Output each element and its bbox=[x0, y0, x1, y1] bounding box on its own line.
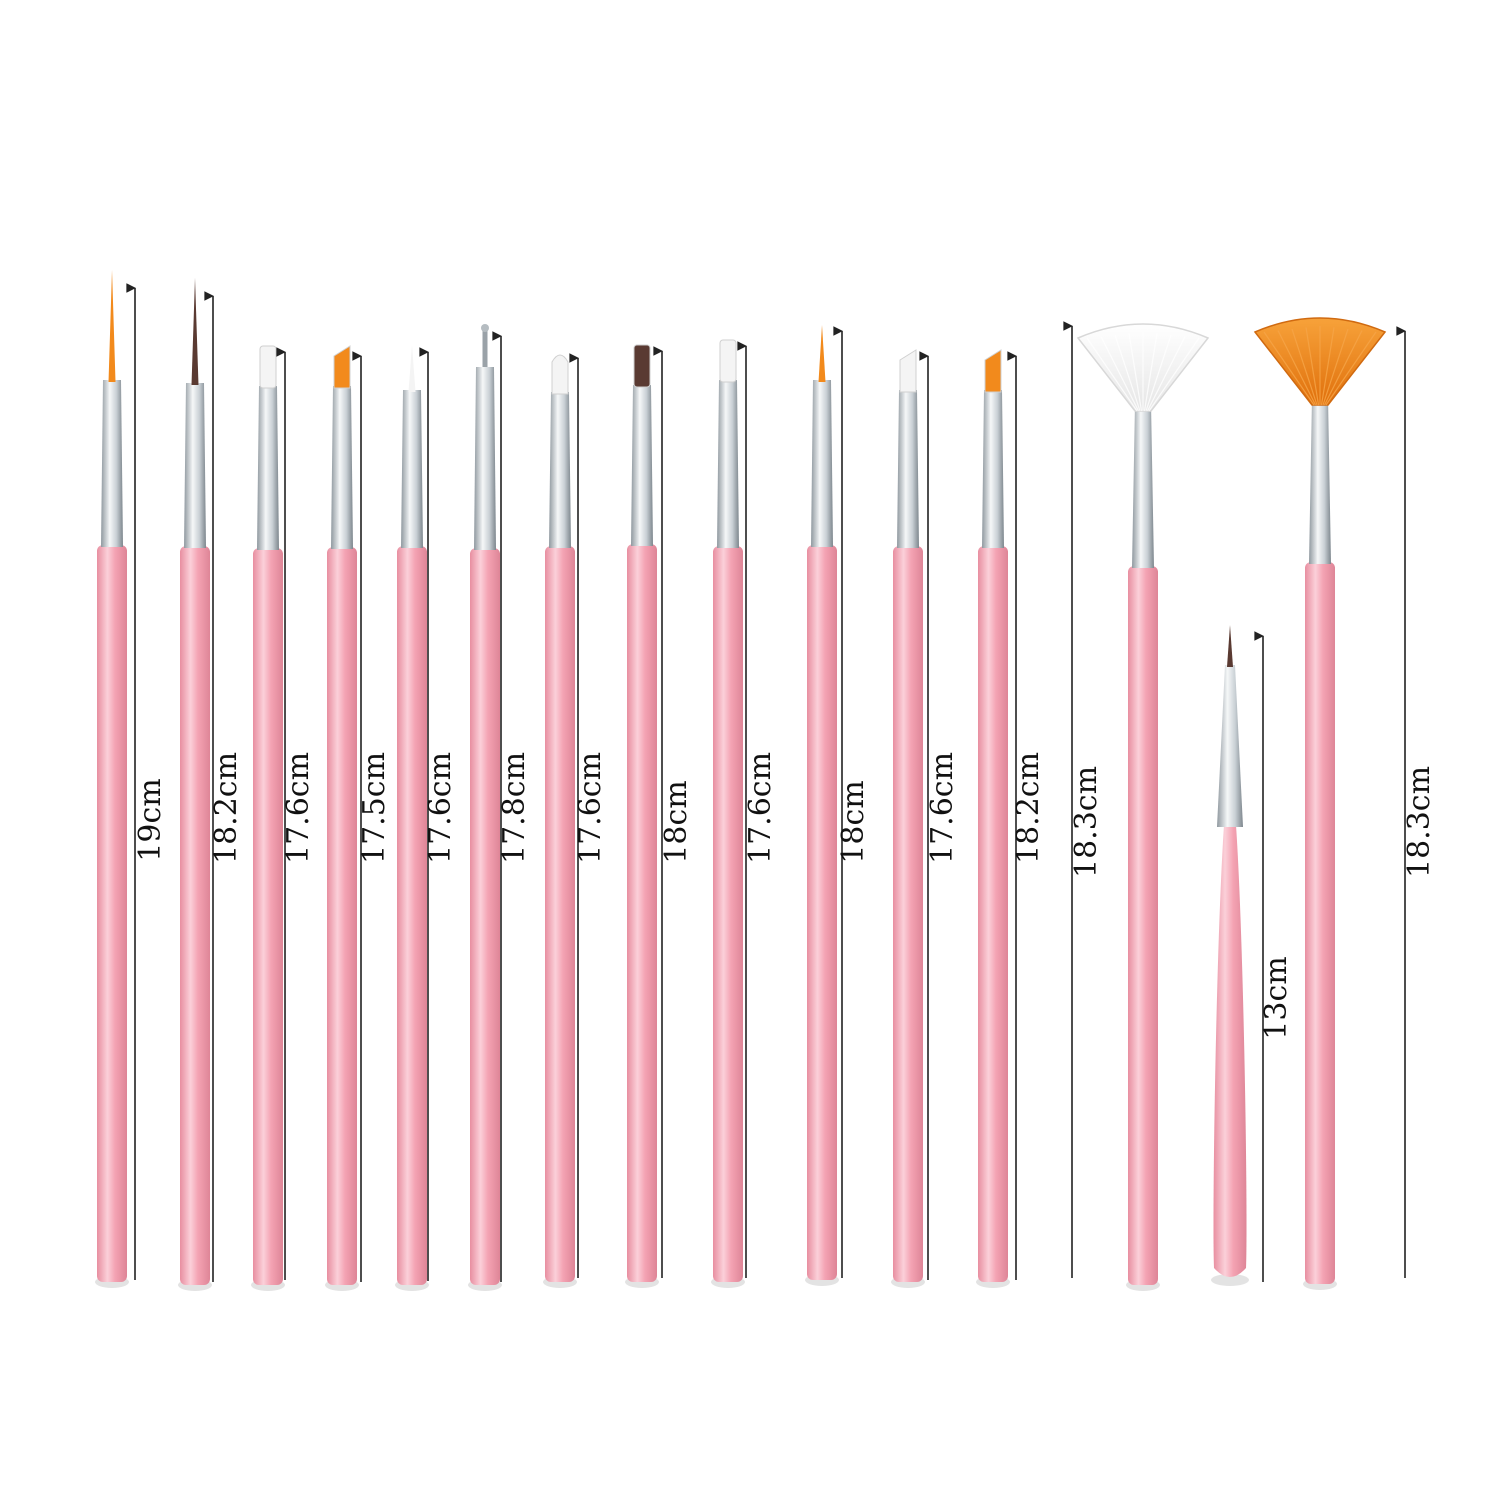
brush-2 bbox=[178, 278, 214, 1291]
size-label: 17.6cm bbox=[573, 752, 608, 864]
brush-handle bbox=[97, 545, 127, 1282]
brush-handle bbox=[327, 547, 357, 1285]
size-label: 18cm bbox=[659, 780, 694, 863]
brush-6 bbox=[468, 324, 502, 1291]
brush-handle bbox=[470, 548, 500, 1285]
size-label: 17.5cm bbox=[357, 752, 392, 864]
brush-handle bbox=[713, 546, 743, 1282]
angled-tip-icon bbox=[899, 349, 917, 393]
brush-15 bbox=[1253, 317, 1406, 1290]
fan-tip-icon bbox=[1253, 317, 1387, 406]
brush-9 bbox=[711, 339, 747, 1288]
size-label: 18cm bbox=[836, 780, 871, 863]
brush-ferrule bbox=[1217, 665, 1243, 827]
brush-5 bbox=[395, 345, 429, 1291]
flat-tip-icon bbox=[719, 339, 737, 383]
brushes-group bbox=[95, 270, 1406, 1291]
brush-13 bbox=[1063, 321, 1210, 1291]
liner-tip-icon bbox=[108, 270, 116, 382]
brush-3 bbox=[251, 345, 286, 1291]
brush-10 bbox=[805, 325, 843, 1286]
brush-8 bbox=[625, 344, 663, 1288]
round-tip-icon bbox=[551, 354, 569, 395]
brush-ferrule bbox=[1309, 397, 1331, 564]
size-label: 18.3cm bbox=[1402, 766, 1437, 878]
size-label: 17.6cm bbox=[925, 752, 960, 864]
size-label: 13cm bbox=[1259, 956, 1294, 1039]
size-labels-group: 19cm 18.2cm 17.6cm 17.5cm 17.6cm 17.8cm 17.6cm… bbox=[133, 752, 1437, 1040]
brush-11 bbox=[891, 349, 929, 1288]
brush-14 bbox=[1211, 625, 1264, 1286]
size-label: 18.3cm bbox=[1069, 766, 1104, 878]
flat-tip-icon bbox=[259, 345, 277, 389]
angled-tip-icon bbox=[333, 345, 351, 389]
brush-handle bbox=[180, 546, 210, 1285]
short-liner-tip-icon bbox=[1227, 625, 1233, 667]
liner-tip-icon bbox=[818, 325, 826, 382]
brush-ferrule bbox=[717, 380, 739, 548]
brush-handle bbox=[978, 546, 1008, 1282]
brush-ferrule bbox=[184, 383, 206, 548]
brush-handle bbox=[1305, 562, 1335, 1284]
brush-handle bbox=[545, 546, 575, 1282]
brush-handle bbox=[627, 544, 657, 1282]
brush-handle bbox=[893, 546, 923, 1282]
brush-ferrule bbox=[811, 380, 833, 547]
brush-ferrule bbox=[631, 385, 653, 546]
brush-ferrule bbox=[101, 380, 123, 547]
brush-ferrule bbox=[1132, 403, 1154, 568]
brush-7 bbox=[543, 353, 579, 1288]
size-label: 18.2cm bbox=[209, 752, 244, 864]
dotting-tip-icon bbox=[481, 324, 489, 367]
brush-ferrule bbox=[982, 390, 1004, 548]
fan-tip-icon bbox=[1076, 323, 1210, 412]
brush-ferrule bbox=[474, 367, 496, 550]
brush-ferrule bbox=[257, 386, 279, 550]
liner-tip-icon bbox=[191, 278, 199, 385]
brush-4 bbox=[325, 345, 362, 1291]
brush-ferrule bbox=[897, 390, 919, 548]
flat-tip-icon bbox=[633, 344, 651, 388]
brush-ferrule bbox=[331, 386, 353, 549]
brush-1 bbox=[95, 270, 136, 1288]
liner-tip-icon bbox=[408, 345, 416, 392]
size-label: 19cm bbox=[133, 778, 168, 861]
angled-tip-icon bbox=[984, 349, 1002, 393]
brush-ferrule bbox=[401, 390, 423, 548]
size-label: 18.2cm bbox=[1011, 752, 1046, 864]
brush-handle bbox=[397, 546, 427, 1285]
brush-ferrule bbox=[549, 392, 571, 548]
brush-handle bbox=[253, 548, 283, 1285]
brush-handle bbox=[1213, 825, 1247, 1277]
size-label: 17.6cm bbox=[743, 752, 778, 864]
size-label: 17.6cm bbox=[423, 752, 458, 864]
brush-handle bbox=[1128, 566, 1158, 1285]
brush-12 bbox=[976, 349, 1017, 1288]
size-label: 17.6cm bbox=[281, 752, 316, 864]
brush-shadow bbox=[1211, 1274, 1249, 1286]
brush-handle bbox=[807, 545, 837, 1280]
size-label: 17.8cm bbox=[497, 752, 532, 864]
